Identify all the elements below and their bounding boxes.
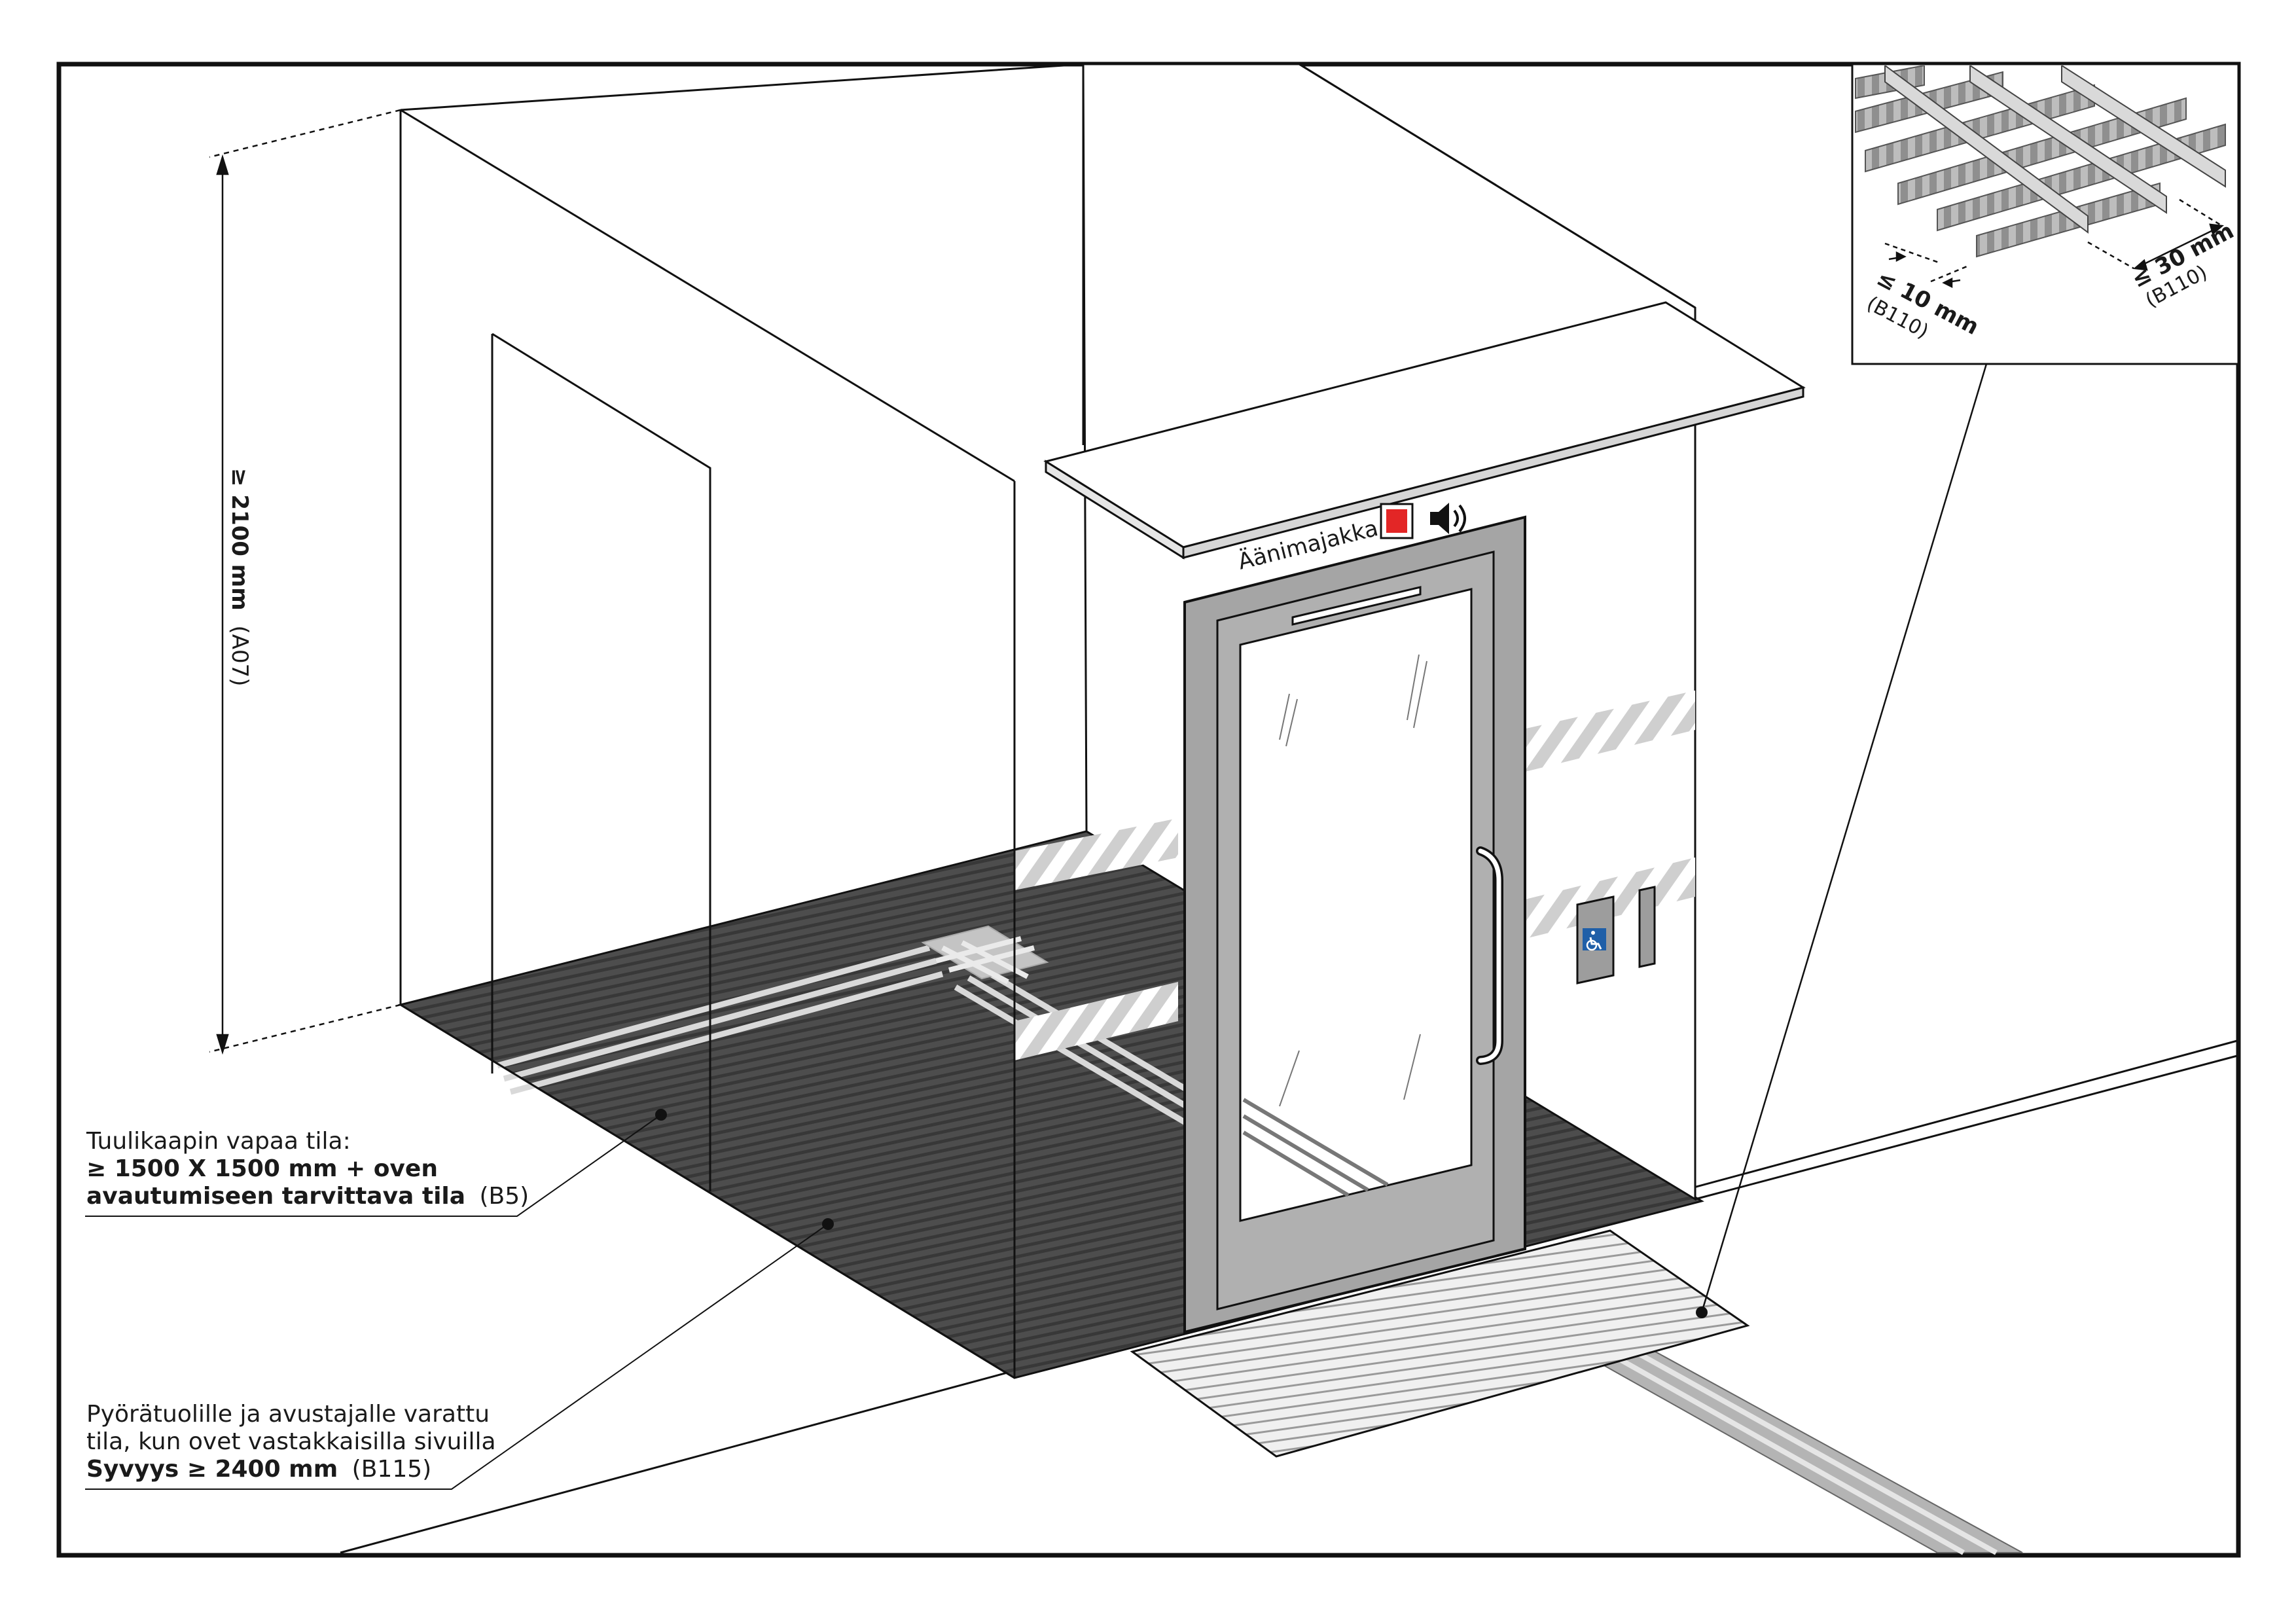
- free-space-callout: [85, 1109, 667, 1217]
- wheelchair-space-line3-ref: (B115): [352, 1456, 432, 1483]
- wheelchair-space-callout: [85, 1218, 834, 1490]
- free-space-line1: Tuulikaapin vapaa tila:: [86, 1128, 351, 1155]
- vestibule-outline: [399, 63, 1085, 1379]
- height-dimension-ref: (A07): [226, 625, 253, 686]
- free-space-line3: avautumiseen tarvittava tila (B5): [86, 1183, 529, 1210]
- floor-guide-junction: [921, 925, 1049, 984]
- free-space-line3-ref: (B5): [480, 1183, 529, 1210]
- entrance-canopy: [1043, 301, 1806, 560]
- wheelchair-space-line3-bold: Syvyys ≥ 2400 mm: [86, 1456, 338, 1483]
- grating-detail-inset: ≤ 10 mm (B110) ≤ 30 mm (B110): [1851, 63, 2240, 365]
- door-opener-button-panel[interactable]: [1576, 895, 1615, 984]
- height-dimension-value: ≥ 2100 mm: [226, 468, 253, 611]
- wheelchair-space-line3: Syvyys ≥ 2400 mm (B115): [86, 1456, 431, 1483]
- height-dimension: [209, 109, 401, 1055]
- floor-guide-through-glass: [1242, 1098, 1389, 1197]
- glass-reflections: [1279, 654, 1427, 1107]
- wheelchair-space-line2: tila, kun ovet vastakkaisilla sivuilla: [86, 1428, 496, 1455]
- free-space-line3-bold: avautumiseen tarvittava tila: [86, 1183, 465, 1210]
- door-glass: [1239, 588, 1473, 1222]
- grating-callout-leader: [1700, 363, 1988, 1313]
- outdoor-grating-mat: [1130, 1229, 1750, 1458]
- height-dimension-label: ≥ 2100 mm (A07): [226, 468, 253, 687]
- wheelchair-space-line1: Pyörätuolille ja avustajalle varattu: [86, 1401, 490, 1428]
- entrance-door[interactable]: [1183, 515, 1526, 1334]
- door-closer: [1291, 586, 1422, 626]
- speaker-icon: [1430, 503, 1466, 534]
- sound-beacon-indicator: [1386, 509, 1407, 533]
- secondary-wall-panel: [1638, 886, 1656, 968]
- free-space-line2: ≥ 1500 X 1500 mm + oven: [86, 1155, 438, 1182]
